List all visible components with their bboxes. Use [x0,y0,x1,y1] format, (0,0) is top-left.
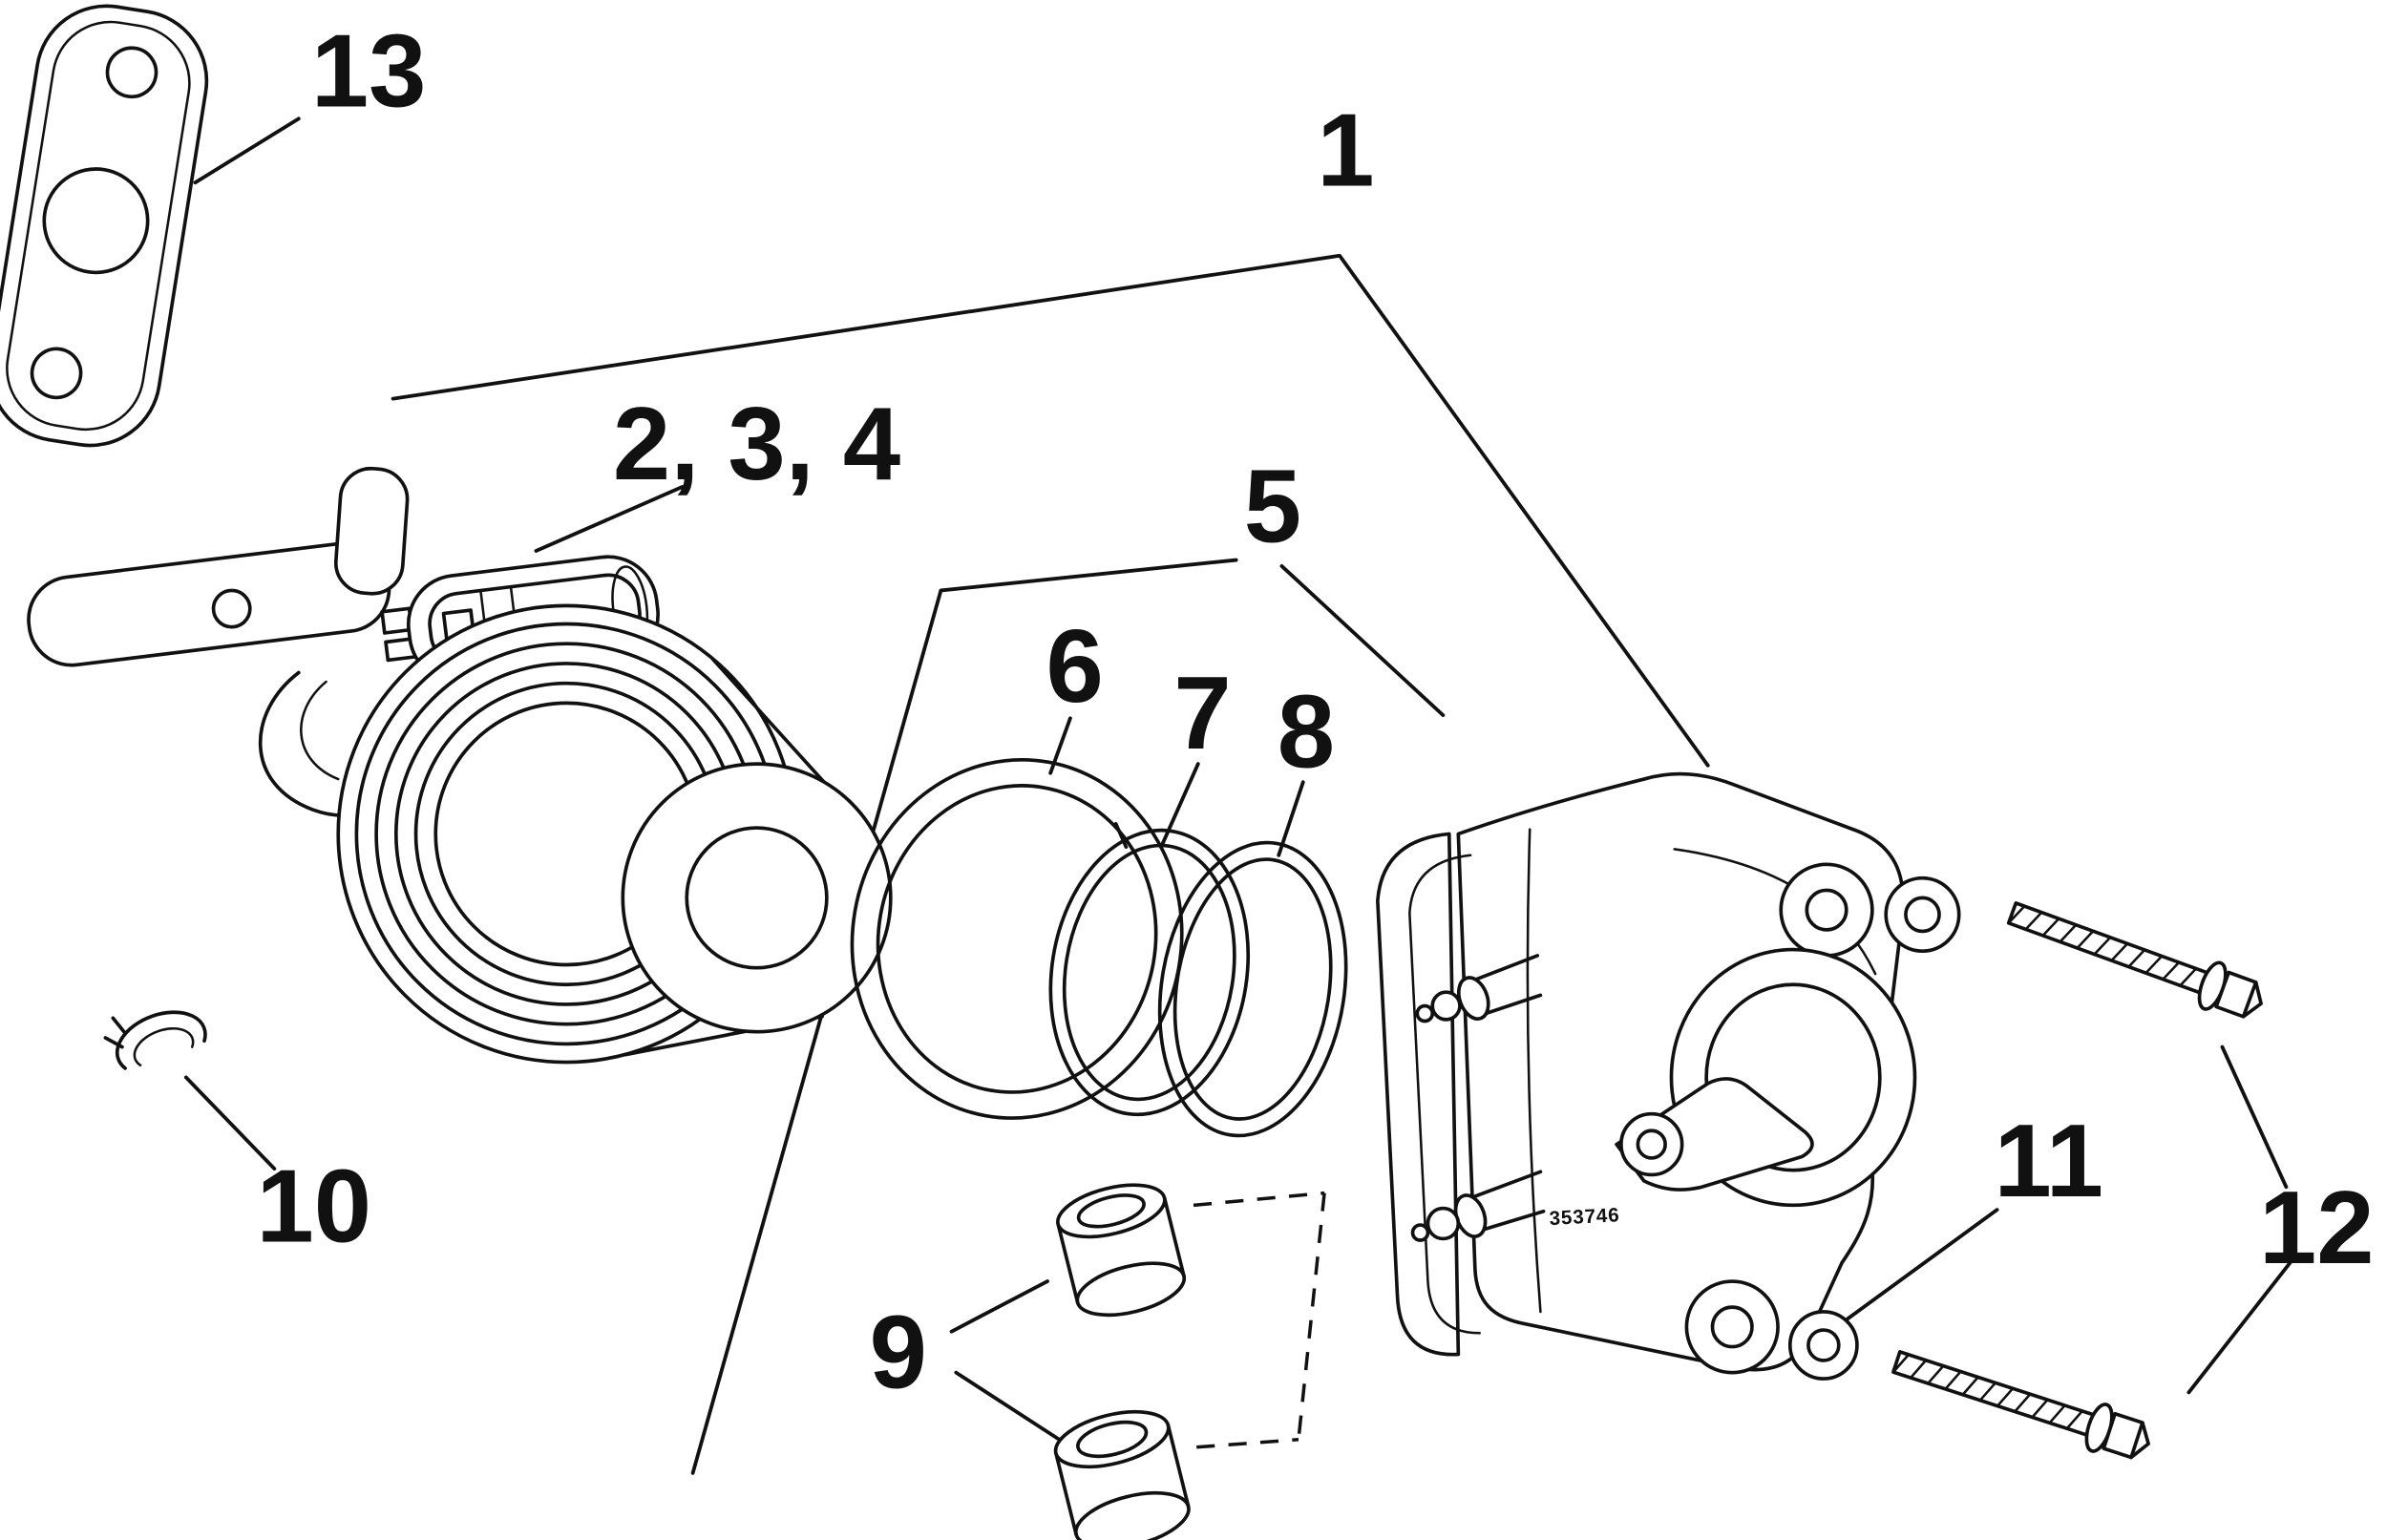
callout-13: 13 [311,13,427,129]
callout-12: 12 [2259,1170,2375,1285]
o-ring-small [1157,840,1348,1138]
alignment-dashes [1193,1191,1326,1449]
callout-1: 1 [1317,92,1374,207]
callout-labels: 13 1 2, 3, 4 5 6 7 8 9 10 11 12 [256,13,2374,1410]
callout-234: 2, 3, 4 [613,386,900,501]
callout-5: 5 [1244,448,1301,563]
backup-ring [1048,822,1251,1117]
part-number-stamp: 353746 [1549,1204,1620,1230]
callout-9: 9 [870,1295,927,1410]
leader-lines [183,116,2294,1475]
callout-8: 8 [1278,673,1335,789]
solenoid-coil [336,603,893,1065]
bolt-lower [1887,1337,2158,1469]
callout-6: 6 [1046,608,1104,724]
bushing-upper [1056,1183,1187,1318]
pump-housing: 353746 [1376,771,1917,1375]
mounting-bracket [27,466,410,817]
washer-upper [1884,875,1961,954]
washer-lower [1787,1310,1859,1381]
callout-7: 7 [1173,655,1231,770]
callout-11: 11 [1994,1103,2103,1218]
bolt-upper [2001,888,2271,1028]
callout-10: 10 [256,1149,371,1264]
gasket [0,4,209,448]
bushing-lower [1053,1409,1191,1540]
retainer-clip [103,1010,207,1070]
